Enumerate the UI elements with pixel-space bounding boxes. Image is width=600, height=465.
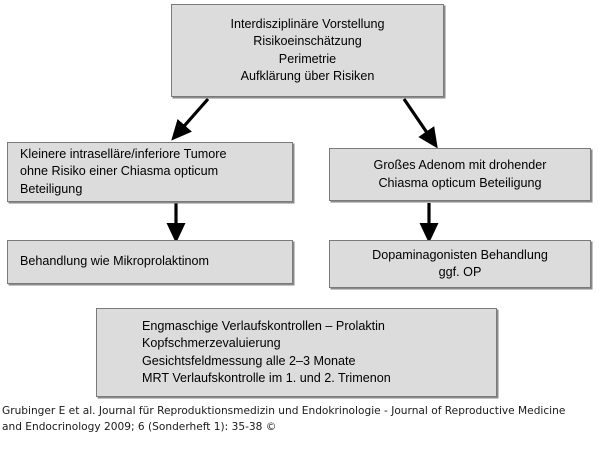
- citation-text: Grubinger E et al. Journal für Reprodukt…: [2, 405, 566, 433]
- node-initial-assessment: Interdisziplinäre Vorstellung Risikoeins…: [171, 4, 444, 97]
- node-large-adenoma-label: Großes Adenom mit drohender Chiasma opti…: [373, 158, 547, 190]
- node-dopamine-agonist-treatment-label: Dopaminagonisten Behandlung ggf. OP: [372, 247, 548, 280]
- node-large-adenoma: Großes Adenom mit drohender Chiasma opti…: [329, 148, 591, 201]
- arrow-top-to-right: [402, 98, 438, 149]
- node-followup-monitoring-label: Engmaschige Verlaufskontrollen – Prolakt…: [142, 318, 391, 386]
- node-microprolactinoma-treatment-label: Behandlung wie Mikroprolaktinom: [20, 254, 210, 269]
- node-small-tumor-label: Kleinere intraselläre/inferiore Tumore o…: [20, 146, 227, 196]
- node-dopamine-agonist-treatment: Dopaminagonisten Behandlung ggf. OP: [329, 240, 591, 288]
- node-initial-assessment-label: Interdisziplinäre Vorstellung Risikoeins…: [230, 16, 385, 84]
- node-microprolactinoma-treatment: Behandlung wie Mikroprolaktinom: [7, 240, 293, 284]
- node-followup-monitoring: Engmaschige Verlaufskontrollen – Prolakt…: [96, 308, 497, 397]
- node-small-tumor: Kleinere intraselläre/inferiore Tumore o…: [7, 142, 293, 202]
- arrow-top-to-left: [171, 97, 210, 141]
